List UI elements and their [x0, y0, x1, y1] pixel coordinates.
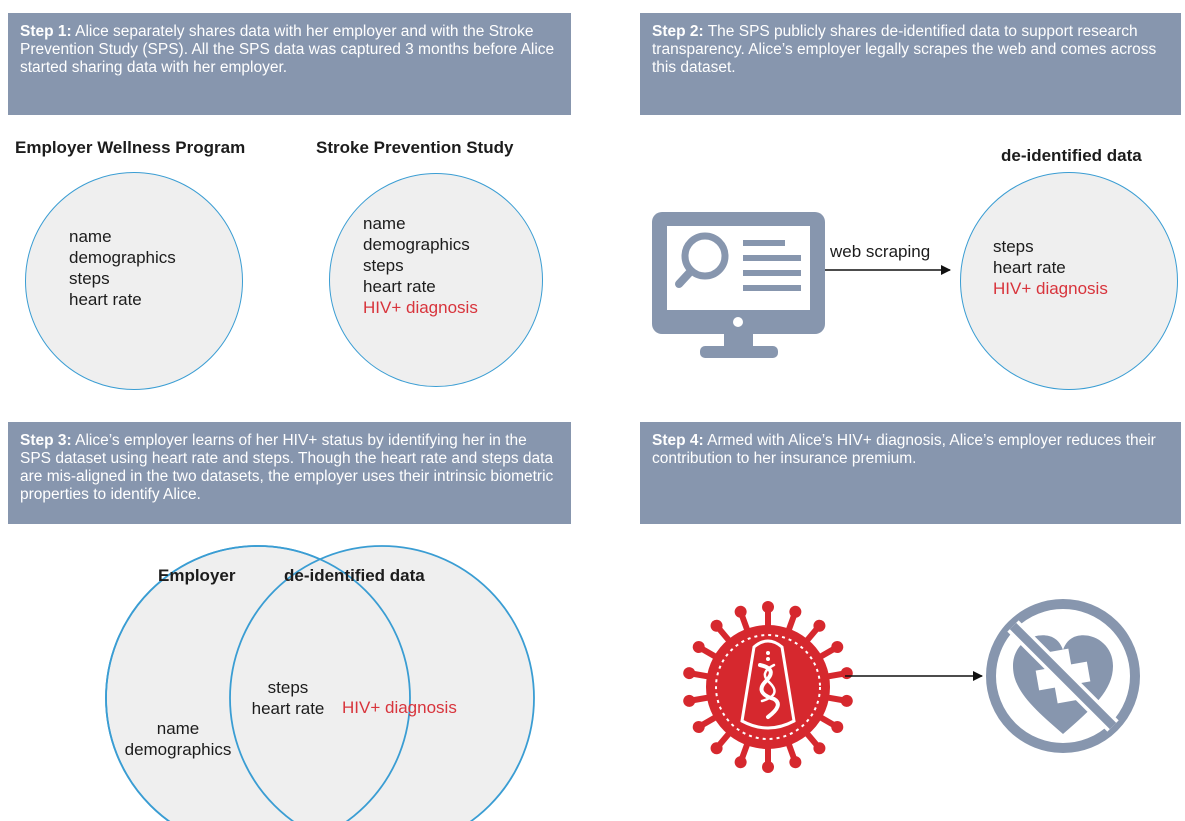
stroke-study-items: name demographics steps heart rate HIV+ …: [363, 213, 478, 318]
deid-item-steps: steps: [993, 237, 1034, 256]
overlap-item-steps: steps: [267, 678, 309, 697]
step-1-box: Step 1: Alice separately shares data wit…: [8, 13, 571, 115]
overlap-item-heart-rate: heart rate: [251, 699, 325, 718]
sps-item-demographics: demographics: [363, 235, 470, 254]
deidentified-data-circle: [960, 172, 1178, 390]
stroke-study-circle: [329, 173, 543, 387]
step-4-text: Armed with Alice’s HIV+ diagnosis, Alice…: [652, 432, 1156, 467]
employer-venn-outline: [105, 545, 411, 821]
employer-item-steps: steps: [69, 269, 110, 288]
employer-wellness-circle: [25, 172, 243, 390]
deid-item-hiv-diagnosis: HIV+ diagnosis: [993, 279, 1108, 298]
sps-item-hiv-diagnosis: HIV+ diagnosis: [363, 298, 478, 317]
step-3-box: Step 3: Alice’s employer learns of her H…: [8, 422, 571, 524]
computer-search-icon: [652, 212, 825, 358]
employer-item-heart-rate: heart rate: [69, 290, 142, 309]
employer-wellness-title: Employer Wellness Program: [15, 138, 246, 157]
sps-item-name: name: [363, 214, 406, 233]
venn-employer-title: Employer: [158, 566, 236, 585]
step-4-label: Step 4:: [652, 432, 704, 449]
step-2-box: Step 2: The SPS publicly shares de-ident…: [640, 13, 1181, 115]
step-3-text: Alice’s employer learns of her HIV+ stat…: [20, 432, 554, 503]
venn-deidentified-title: de-identified data: [284, 566, 425, 585]
web-scraping-label: web scraping: [830, 242, 931, 261]
step-4-box: Step 4: Armed with Alice’s HIV+ diagnosi…: [640, 422, 1181, 524]
employer-item-name: name: [69, 227, 112, 246]
step-2-label: Step 2:: [652, 23, 704, 40]
venn-hiv-diagnosis: HIV+ diagnosis: [342, 698, 457, 717]
sps-item-heart-rate: heart rate: [363, 277, 436, 296]
employer-wellness-items: name demographics steps heart rate: [69, 226, 176, 310]
employer-item-demographics: demographics: [69, 248, 176, 267]
step-1-text: Alice separately shares data with her em…: [20, 23, 555, 76]
deid-item-heart-rate: heart rate: [993, 258, 1066, 277]
virus-icon: [682, 601, 854, 773]
employer-only-demographics: demographics: [124, 740, 232, 759]
step-2-text: The SPS publicly shares de-identified da…: [652, 23, 1157, 76]
employer-only-name: name: [156, 719, 200, 738]
step-3-label: Step 3:: [20, 432, 72, 449]
deidentified-data-title: de-identified data: [1001, 146, 1142, 165]
step-1-label: Step 1:: [20, 23, 72, 40]
sps-item-steps: steps: [363, 256, 404, 275]
deidentified-data-items: steps heart rate HIV+ diagnosis: [993, 236, 1108, 299]
venn-employer-only-items: name demographics: [116, 718, 240, 760]
no-health-care-icon: [986, 599, 1140, 753]
deidentified-venn-circle: [229, 545, 535, 821]
venn-overlap-items: steps heart rate: [250, 677, 326, 719]
stroke-study-title: Stroke Prevention Study: [316, 138, 514, 157]
